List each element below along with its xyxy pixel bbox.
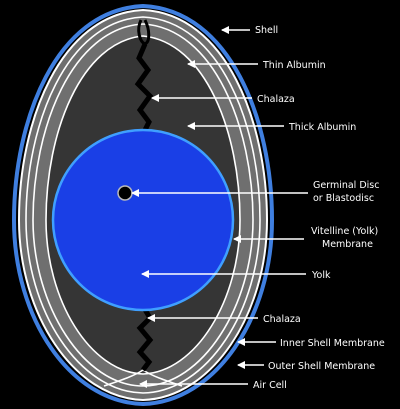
label-inner-shell-membrane: Inner Shell Membrane — [280, 338, 385, 349]
pointer-arrows — [131, 26, 308, 388]
label-air-cell: Air Cell — [253, 380, 287, 391]
label-thick-albumin: Thick Albumin — [288, 122, 356, 133]
label-shell: Shell — [255, 25, 278, 36]
yolk-group — [51, 128, 235, 312]
label-vitelline-membrane: Vitelline (Yolk) Membrane — [311, 226, 381, 250]
label-thin-albumin: Thin Albumin — [262, 60, 326, 71]
germinal-disc — [117, 185, 133, 201]
label-chalaza-bottom: Chalaza — [263, 314, 301, 325]
label-outer-shell-membrane: Outer Shell Membrane — [268, 361, 375, 372]
chalaza-top-twist — [134, 43, 154, 134]
label-chalaza-top: Chalaza — [257, 94, 295, 105]
yolk — [51, 128, 235, 312]
labels: Shell Thin Albumin Chalaza Thick Albumin… — [253, 25, 385, 391]
label-yolk: Yolk — [311, 270, 331, 281]
label-germinal-disc: Germinal Disc or Blastodisc — [313, 180, 383, 204]
